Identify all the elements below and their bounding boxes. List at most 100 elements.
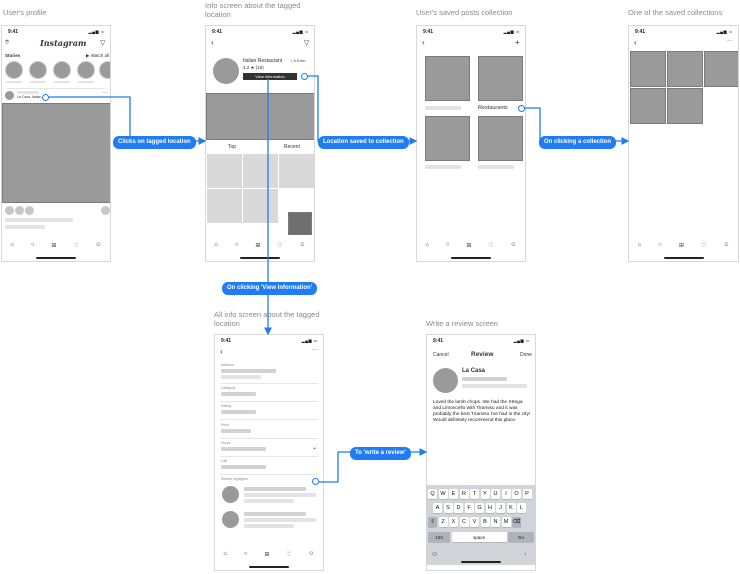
key-s[interactable]: S: [443, 503, 453, 513]
key-e[interactable]: E: [449, 489, 458, 499]
grid-post[interactable]: [243, 189, 278, 223]
grid-post[interactable]: [207, 189, 242, 223]
search-icon[interactable]: ○: [658, 242, 662, 248]
space-key[interactable]: space: [451, 532, 507, 542]
view-information-button[interactable]: View information: [243, 73, 297, 80]
profile-icon[interactable]: ☺: [723, 242, 730, 248]
key-l[interactable]: L: [517, 503, 526, 513]
key-o[interactable]: O: [512, 489, 521, 499]
key-f[interactable]: F: [464, 503, 474, 513]
post-image[interactable]: [2, 103, 110, 203]
review-text-area[interactable]: Loved the lamb chops. We had the Strega …: [433, 400, 531, 423]
heart-icon[interactable]: ♡: [277, 242, 283, 249]
search-icon[interactable]: ○: [234, 242, 239, 248]
back-icon[interactable]: ‹: [634, 38, 637, 47]
home-icon[interactable]: ⌂: [10, 242, 15, 248]
shift-key[interactable]: ⇧: [428, 517, 437, 527]
tab-top[interactable]: Top: [228, 144, 237, 150]
key-x[interactable]: X: [449, 517, 458, 527]
direct-icon[interactable]: ▽: [100, 40, 106, 47]
key-b[interactable]: B: [480, 517, 490, 527]
watch-all-link[interactable]: ▶ Watch all: [86, 53, 110, 58]
comment-icon[interactable]: [15, 206, 24, 215]
back-icon[interactable]: ‹: [220, 347, 223, 356]
key-z[interactable]: Z: [438, 517, 448, 527]
key-k[interactable]: K: [506, 503, 516, 513]
add-icon[interactable]: ⊞: [264, 551, 270, 558]
go-key[interactable]: Go: [508, 532, 534, 542]
key-h[interactable]: H: [485, 503, 495, 513]
tagged-location-link[interactable]: La Casa, Italian: [17, 95, 42, 99]
key-i[interactable]: I: [501, 489, 511, 499]
key-n[interactable]: N: [491, 517, 500, 527]
profile-icon[interactable]: ☺: [299, 242, 306, 248]
grid-post-dark[interactable]: [288, 212, 312, 235]
story-avatar[interactable]: [99, 61, 110, 79]
saved-post[interactable]: [630, 51, 666, 87]
story-avatar[interactable]: [29, 61, 47, 79]
numbers-key[interactable]: 123: [428, 532, 450, 542]
key-w[interactable]: W: [438, 489, 448, 499]
home-icon[interactable]: ⌂: [214, 242, 219, 248]
search-icon[interactable]: ○: [243, 551, 248, 557]
grid-post[interactable]: [243, 154, 278, 188]
back-icon[interactable]: ‹: [211, 38, 214, 47]
key-u[interactable]: U: [491, 489, 500, 499]
key-v[interactable]: V: [470, 517, 479, 527]
heart-icon[interactable]: ♡: [73, 242, 79, 249]
grid-post[interactable]: [279, 154, 314, 188]
chevron-down-icon[interactable]: ⌄: [312, 445, 318, 451]
more-icon[interactable]: ···: [727, 38, 733, 44]
grid-post[interactable]: [207, 154, 242, 188]
microphone-icon[interactable]: ♩: [524, 551, 530, 557]
search-icon[interactable]: ○: [30, 242, 35, 248]
saved-post[interactable]: [630, 88, 666, 124]
tab-recent[interactable]: Recent: [284, 144, 300, 150]
more-icon[interactable]: ···: [312, 347, 318, 353]
heart-icon[interactable]: ♡: [700, 242, 707, 249]
like-icon[interactable]: [5, 206, 14, 215]
key-d[interactable]: D: [454, 503, 463, 513]
done-button[interactable]: Done: [520, 352, 532, 358]
key-r[interactable]: R: [459, 489, 469, 499]
heart-icon[interactable]: ♡: [286, 551, 292, 558]
home-icon[interactable]: ⌂: [425, 242, 430, 248]
cancel-button[interactable]: Cancel: [433, 352, 449, 358]
story-avatar[interactable]: [77, 61, 95, 79]
key-c[interactable]: C: [459, 517, 469, 527]
profile-icon[interactable]: ☺: [510, 242, 517, 248]
camera-icon[interactable]: ⌾: [5, 39, 10, 46]
share-icon[interactable]: [25, 206, 34, 215]
home-icon[interactable]: ⌂: [223, 551, 228, 557]
collection-cover[interactable]: [425, 116, 470, 161]
key-j[interactable]: J: [496, 503, 505, 513]
story-avatar[interactable]: [53, 61, 71, 79]
saved-post[interactable]: [667, 88, 703, 124]
key-m[interactable]: M: [501, 517, 511, 527]
post-avatar[interactable]: [5, 91, 14, 100]
collection-cover[interactable]: [425, 56, 470, 101]
key-q[interactable]: Q: [428, 489, 437, 499]
story-avatar[interactable]: [5, 61, 23, 79]
collection-cover-restaurants[interactable]: [478, 56, 523, 101]
back-icon[interactable]: ‹: [422, 38, 425, 47]
collection-cover[interactable]: [478, 116, 523, 161]
saved-post[interactable]: [704, 51, 738, 87]
heart-icon[interactable]: ♡: [488, 242, 494, 249]
profile-icon[interactable]: ☺: [95, 242, 102, 248]
emoji-icon[interactable]: ☺: [431, 551, 439, 558]
add-icon[interactable]: ⊞: [678, 242, 684, 249]
add-icon[interactable]: ⊞: [51, 242, 57, 249]
key-a[interactable]: A: [433, 503, 442, 513]
home-icon[interactable]: ⌂: [637, 242, 642, 248]
add-icon[interactable]: ⊞: [255, 242, 261, 249]
backspace-key[interactable]: ⌫: [512, 517, 521, 527]
key-y[interactable]: Y: [480, 489, 490, 499]
key-t[interactable]: T: [470, 489, 479, 499]
save-icon[interactable]: [101, 206, 110, 215]
search-icon[interactable]: ○: [445, 242, 450, 248]
direct-icon[interactable]: ▽: [304, 40, 310, 47]
key-g[interactable]: G: [475, 503, 484, 513]
profile-icon[interactable]: ☺: [308, 551, 315, 557]
add-icon[interactable]: ⊞: [466, 242, 472, 249]
